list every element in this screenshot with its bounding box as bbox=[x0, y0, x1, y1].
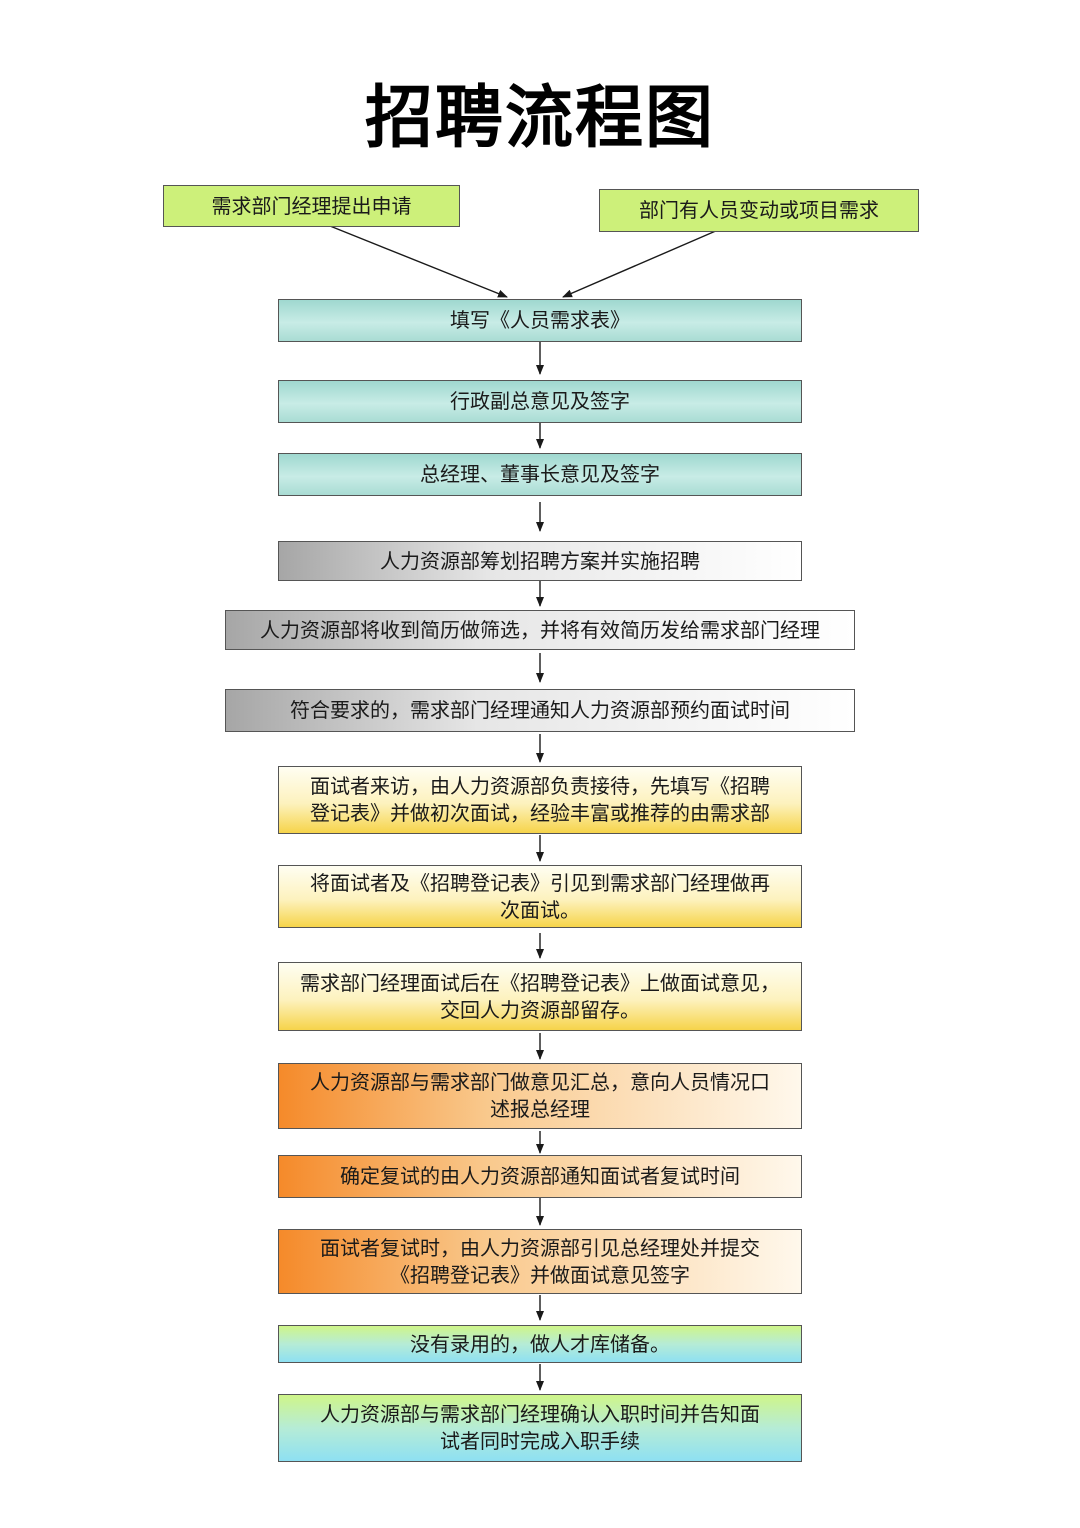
start-node-right: 部门有人员变动或项目需求 bbox=[599, 189, 919, 232]
step-notify-reinterview: 确定复试的由人力资源部通知面试者复试时间 bbox=[278, 1155, 802, 1198]
step-vp-approval: 行政副总意见及签字 bbox=[278, 380, 802, 423]
step-schedule-interview: 符合要求的，需求部门经理通知人力资源部预约面试时间 bbox=[225, 689, 855, 732]
step-manager-feedback: 需求部门经理面试后在《招聘登记表》上做面试意见， 交回人力资源部留存。 bbox=[278, 962, 802, 1031]
step-second-interview: 将面试者及《招聘登记表》引见到需求部门经理做再 次面试。 bbox=[278, 865, 802, 928]
step-hr-plan-recruitment: 人力资源部筹划招聘方案并实施招聘 bbox=[278, 541, 802, 581]
step-gm-chairman-approval: 总经理、董事长意见及签字 bbox=[278, 453, 802, 496]
step-reinterview-gm: 面试者复试时，由人力资源部引见总经理处并提交 《招聘登记表》并做面试意见签字 bbox=[278, 1229, 802, 1294]
step-summary-report: 人力资源部与需求部门做意见汇总，意向人员情况口 述报总经理 bbox=[278, 1063, 802, 1129]
step-talent-pool: 没有录用的，做人才库储备。 bbox=[278, 1325, 802, 1363]
start-node-left: 需求部门经理提出申请 bbox=[163, 185, 460, 227]
page-title: 招聘流程图 bbox=[364, 79, 715, 158]
arrow-start-left bbox=[329, 225, 508, 298]
arrow-start-right bbox=[562, 229, 719, 298]
step-first-interview: 面试者来访，由人力资源部负责接待，先填写《招聘 登记表》并做初次面试，经验丰富或… bbox=[278, 766, 802, 834]
step-fill-requirement-form: 填写《人员需求表》 bbox=[278, 299, 802, 342]
step-onboarding: 人力资源部与需求部门经理确认入职时间并告知面 试者同时完成入职手续 bbox=[278, 1394, 802, 1462]
step-hr-resume-screening: 人力资源部将收到简历做筛选，并将有效简历发给需求部门经理 bbox=[225, 610, 855, 650]
